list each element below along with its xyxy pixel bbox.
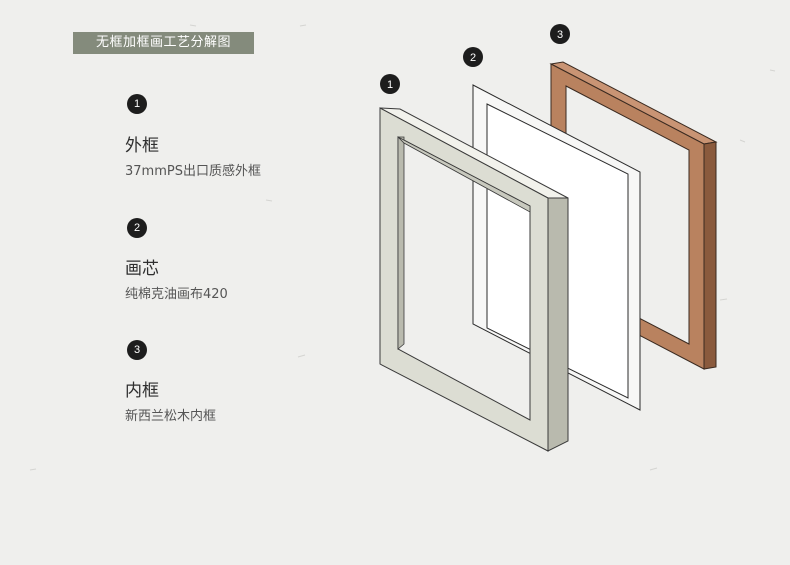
legend-title-inner-frame: 内框 (125, 381, 159, 401)
outer-frame (379, 107, 569, 452)
legend-desc-outer-frame: 37mmPS出口质感外框 (125, 164, 261, 179)
legend-badge-3: 3 (127, 340, 147, 360)
marker-2-label: 2 (470, 52, 476, 64)
marker-outer-frame: 1 (380, 74, 400, 94)
legend-badge-2: 2 (127, 218, 147, 238)
legend-title-outer-frame: 外框 (125, 136, 159, 156)
marker-inner-frame: 3 (550, 24, 570, 44)
legend-title-canvas: 画芯 (125, 259, 159, 279)
paper-texture (29, 24, 776, 471)
legend-desc-canvas: 纯棉克油画布420 (125, 287, 228, 302)
header-banner: 无框加框画工艺分解图 (73, 32, 254, 54)
marker-canvas: 2 (463, 47, 483, 67)
marker-3-label: 3 (557, 29, 563, 41)
legend-desc-inner-frame: 新西兰松木内框 (125, 409, 217, 424)
marker-1-label: 1 (387, 79, 393, 91)
legend-badge-1: 1 (127, 94, 147, 114)
